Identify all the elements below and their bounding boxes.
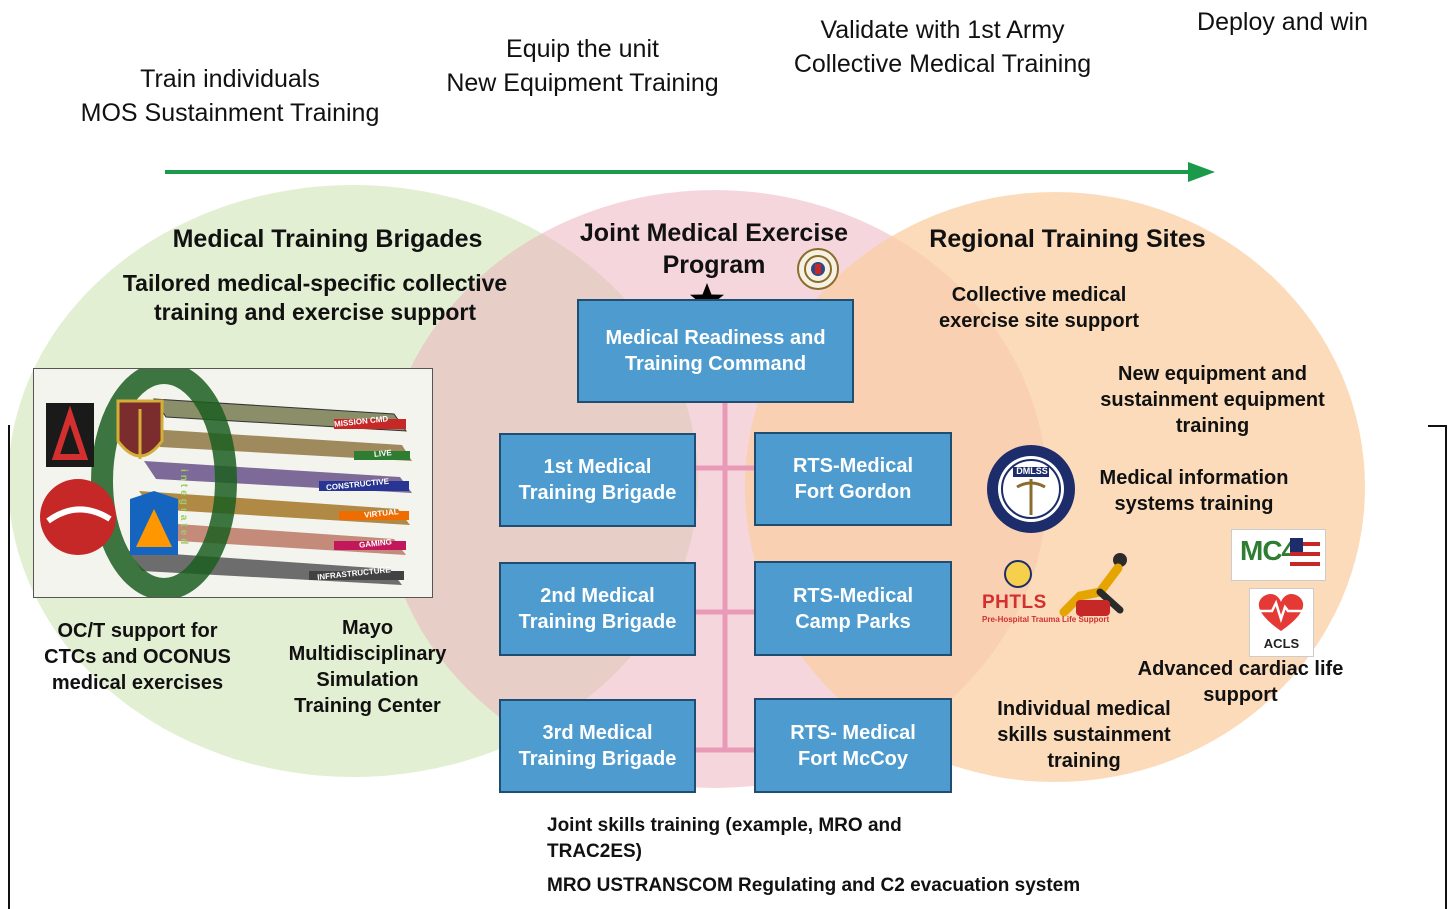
medical-info-systems-label: Medical information systems training: [1083, 465, 1305, 517]
middle-title-line-2: Program: [662, 251, 766, 279]
flag-icon: [1290, 538, 1320, 572]
medinfo-line-2: systems training: [1114, 493, 1274, 515]
left-title: Medical Training Brigades: [172, 225, 483, 253]
individual-line-2: skills sustainment: [997, 724, 1171, 746]
right-title: Regional Training Sites: [929, 225, 1206, 253]
rts-fort-gordon-box: RTS-Medical Fort Gordon: [754, 432, 952, 526]
dod-seal-icon: [797, 248, 839, 290]
phase-1-line-1: Train individuals: [140, 65, 320, 93]
brigade-1-line-1: 1st Medical: [543, 456, 652, 478]
mayo-line-2: Multidisciplinary: [288, 643, 447, 665]
middle-title-line-1: Joint Medical Exercise: [579, 219, 849, 247]
phtls-subtitle: Pre-Hospital Trauma Life Support: [982, 615, 1110, 624]
middle-title: Joint Medical Exercise Program: [555, 217, 873, 281]
newequip-line-2: sustainment equipment: [1100, 389, 1325, 411]
phtls-title: PHTLS: [982, 592, 1047, 613]
individual-line-1: Individual medical: [997, 698, 1171, 720]
mc4-logo: MC4: [1231, 529, 1326, 581]
brigade-2-box: 2nd Medical Training Brigade: [499, 562, 696, 656]
left-subtitle: Tailored medical-specific collective tra…: [95, 269, 535, 327]
acls-logo-text: ACLS: [1263, 636, 1300, 651]
oct-line-3: medical exercises: [51, 672, 224, 694]
phase-1-line-2: MOS Sustainment Training: [80, 99, 380, 127]
timeline-arrow: [165, 162, 1215, 182]
rts-3-line-2: Fort McCoy: [798, 747, 908, 770]
joint-skills-line-2: TRAC2ES): [547, 841, 643, 862]
rts-3-line-1: RTS- Medical: [790, 721, 916, 744]
individual-skills-label: Individual medical skills sustainment tr…: [975, 696, 1193, 774]
phase-validate: Validate with 1st Army Collective Medica…: [770, 13, 1115, 81]
phase-train-individuals: Train individuals MOS Sustainment Traini…: [60, 62, 400, 130]
phase-4-line-1: Deploy and win: [1197, 8, 1368, 36]
phase-3-line-1: Validate with 1st Army: [820, 16, 1065, 44]
acls-caption-line-2: support: [1203, 684, 1278, 706]
mro-note: MRO USTRANSCOM Regulating and C2 evacuat…: [547, 875, 1081, 896]
rts-camp-parks-box: RTS-Medical Camp Parks: [754, 561, 952, 656]
mayo-line-3: Simulation: [316, 669, 419, 691]
phase-2-line-2: New Equipment Training: [446, 69, 719, 97]
phtls-logo: PHTLS Pre-Hospital Trauma Life Support: [980, 552, 1155, 628]
newequip-line-3: training: [1175, 415, 1250, 437]
joint-skills-line-1: Joint skills training (example, MRO and: [547, 815, 902, 836]
medinfo-line-1: Medical information: [1099, 467, 1289, 489]
mrtc-box: Medical Readiness and Training Command: [577, 299, 854, 403]
mayo-line-4: Training Center: [294, 695, 441, 717]
simulation-layers-graphic: [40, 369, 412, 597]
acls-logo: ACLS: [1249, 588, 1314, 657]
individual-line-3: training: [1047, 750, 1121, 772]
brigade-3-line-2: Training Brigade: [518, 748, 677, 770]
acls-caption: Advanced cardiac life support: [1113, 656, 1368, 708]
simulation-layers-image: MISSION CMD LIVE CONSTRUCTIVE VIRTUAL GA…: [33, 368, 433, 598]
left-subtitle-line-2: training and exercise support: [153, 299, 477, 325]
org-connectors: [696, 400, 754, 753]
brigade-2-line-1: 2nd Medical: [540, 585, 655, 607]
layer-label-live: LIVE: [373, 448, 393, 459]
oct-line-1: OC/T support for: [57, 620, 218, 642]
brigade-1-box: 1st Medical Training Brigade: [499, 433, 696, 527]
collective-support-label: Collective medical exercise site support: [915, 282, 1163, 334]
dmlss-seal-text: DMLSS: [1016, 466, 1048, 476]
new-equipment-label: New equipment and sustainment equipment …: [1080, 361, 1345, 439]
mc4-logo-text: MC4: [1240, 535, 1297, 566]
phtls-runner-icon: [1004, 553, 1127, 617]
oct-support-label: OC/T support for CTCs and OCONUS medical…: [25, 618, 250, 696]
dmlss-seal-icon: [987, 445, 1075, 533]
heart-icon: [1258, 593, 1304, 631]
rts-2-line-1: RTS-Medical: [792, 584, 914, 607]
rts-fort-mccoy-box: RTS- Medical Fort McCoy: [754, 698, 952, 793]
acls-caption-line-1: Advanced cardiac life: [1137, 658, 1344, 680]
integrated-vertical-label: integrated: [178, 469, 189, 548]
mrtc-line-1: Medical Readiness and: [605, 327, 826, 349]
brigade-3-box: 3rd Medical Training Brigade: [499, 699, 696, 793]
phase-3-line-2: Collective Medical Training: [793, 50, 1092, 78]
mayo-line-1: Mayo: [341, 617, 394, 639]
mayo-center-label: Mayo Multidisciplinary Simulation Traini…: [270, 615, 465, 719]
collective-line-1: Collective medical: [951, 284, 1127, 306]
brigade-3-line-1: 3rd Medical: [542, 722, 653, 744]
left-subtitle-line-1: Tailored medical-specific collective: [122, 270, 508, 296]
oct-line-2: CTCs and OCONUS: [44, 646, 231, 668]
rts-1-line-2: Fort Gordon: [794, 481, 912, 503]
rts-2-line-2: Camp Parks: [795, 610, 911, 633]
newequip-line-1: New equipment and: [1118, 363, 1307, 385]
rts-1-line-1: RTS-Medical: [792, 455, 914, 477]
brigade-2-line-2: Training Brigade: [518, 611, 677, 633]
mrtc-line-2: Training Command: [624, 353, 807, 375]
joint-skills-note: Joint skills training (example, MRO and …: [547, 813, 902, 865]
phase-2-line-1: Equip the unit: [506, 35, 659, 63]
phase-equip-unit: Equip the unit New Equipment Training: [425, 32, 740, 100]
phase-deploy: Deploy and win: [1180, 5, 1385, 39]
brigade-1-line-2: Training Brigade: [518, 482, 677, 504]
collective-line-2: exercise site support: [938, 310, 1140, 332]
